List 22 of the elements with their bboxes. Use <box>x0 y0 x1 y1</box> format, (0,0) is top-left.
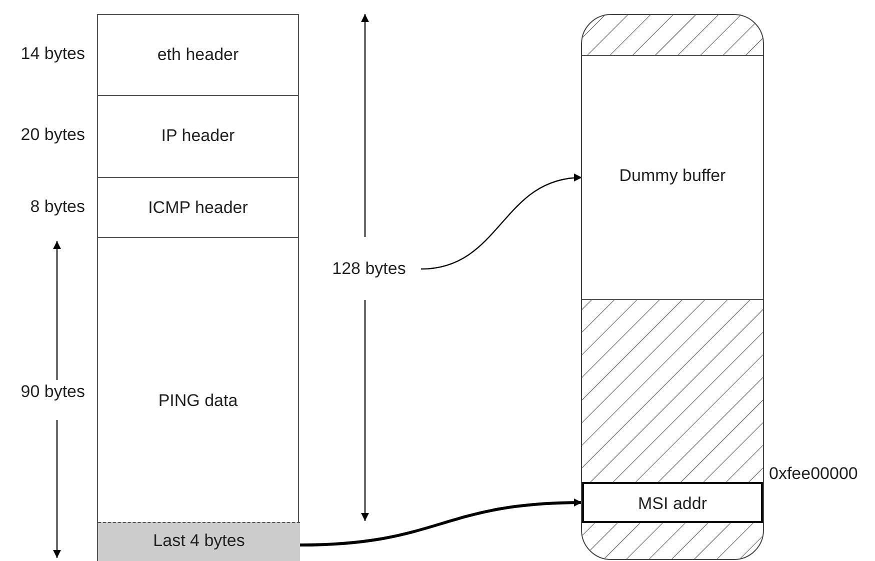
field-label: Dummy buffer <box>619 166 726 186</box>
field-label: eth header <box>157 45 239 65</box>
size-label: 90 bytes <box>20 382 85 402</box>
field-label: PING data <box>158 391 238 411</box>
field-label: ICMP header <box>148 198 248 218</box>
memory-block <box>97 95 299 178</box>
field-label: MSI addr <box>638 494 707 514</box>
size-label: 20 bytes <box>20 125 85 145</box>
size-label: 14 bytes <box>20 44 85 64</box>
memory-block <box>97 14 299 96</box>
memory-block <box>97 237 299 561</box>
size-label: 8 bytes <box>30 197 85 217</box>
memory-block <box>97 177 299 238</box>
field-label: IP header <box>161 126 235 146</box>
arrow <box>300 498 582 546</box>
memory-column <box>581 14 764 560</box>
size-label: 128 bytes <box>332 259 406 279</box>
shaded-block <box>98 522 300 561</box>
arrow <box>420 174 582 270</box>
field-label: Last 4 bytes <box>153 531 245 551</box>
address-block <box>582 482 763 523</box>
buffer-block <box>582 55 763 300</box>
